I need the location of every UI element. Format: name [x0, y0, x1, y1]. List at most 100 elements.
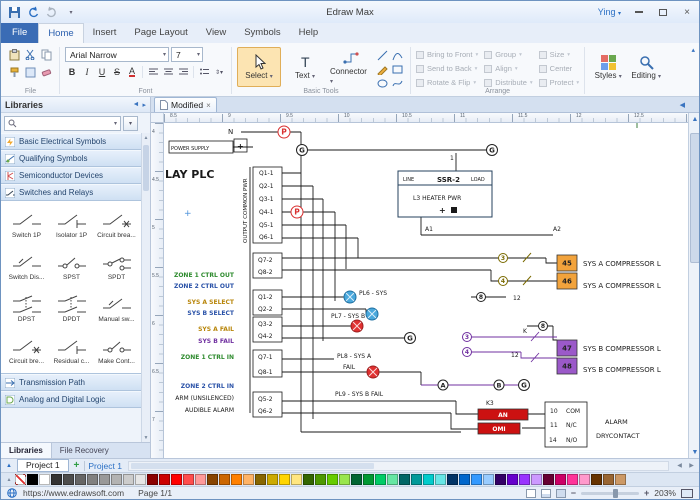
color-swatch[interactable]: [363, 474, 374, 485]
tab-symbols[interactable]: Symbols: [235, 23, 289, 43]
diagram-label[interactable]: ALARM: [605, 418, 628, 426]
terminal-node-label[interactable]: 8: [541, 323, 545, 330]
paste-icon[interactable]: [7, 47, 22, 62]
color-swatch[interactable]: [423, 474, 434, 485]
full-view-icon[interactable]: [556, 489, 566, 498]
font-color-button[interactable]: A: [125, 65, 139, 79]
color-swatch[interactable]: [159, 474, 170, 485]
format-painter-icon[interactable]: [7, 65, 22, 80]
collapse-ribbon-icon[interactable]: ▴: [691, 46, 695, 54]
panel-tab-file-recovery[interactable]: File Recovery: [52, 443, 117, 458]
tab-insert[interactable]: Insert: [84, 23, 126, 43]
color-swatch[interactable]: [615, 474, 626, 485]
maximize-button[interactable]: [651, 3, 675, 21]
diagram-label[interactable]: N: [228, 128, 233, 136]
no-fill-swatch[interactable]: [15, 474, 26, 485]
diagram-label[interactable]: COM: [566, 408, 580, 415]
diagram-box-label[interactable]: AN: [498, 412, 508, 419]
diagram-label[interactable]: PL8 - SYS A: [337, 353, 372, 360]
diagram-label[interactable]: 12: [511, 352, 519, 359]
color-swatch[interactable]: [243, 474, 254, 485]
color-swatch[interactable]: [603, 474, 614, 485]
align-button[interactable]: Align▾: [484, 62, 532, 75]
curve-tool-icon[interactable]: [390, 48, 405, 63]
terminal-node-label[interactable]: G: [299, 146, 305, 154]
font-name-select[interactable]: Arial Narrow▾: [65, 47, 169, 62]
color-swatch[interactable]: [531, 474, 542, 485]
diagram-label[interactable]: SYS A SELECT: [187, 299, 235, 306]
color-swatch[interactable]: [27, 474, 38, 485]
color-swatch[interactable]: [459, 474, 470, 485]
scroll-up-icon[interactable]: ▲: [689, 113, 700, 125]
diagram-label[interactable]: SYS A COMPRESSOR L: [583, 282, 661, 290]
connector-tool-button[interactable]: Connector ▾: [329, 47, 373, 87]
line-spacing-icon[interactable]: ⇕▾: [212, 65, 226, 79]
color-swatch[interactable]: [555, 474, 566, 485]
zoom-slider[interactable]: [581, 492, 639, 495]
color-swatch[interactable]: [411, 474, 422, 485]
wiring-diagram[interactable]: 45464748ANOMIPGPGGG348834ABNPOWER SUPPLY…: [164, 123, 688, 458]
library-symbol[interactable]: SPST: [49, 245, 94, 287]
palette-expand-icon[interactable]: ▴: [4, 476, 14, 483]
diagram-label[interactable]: N/C: [566, 422, 577, 429]
terminal-node-label[interactable]: G: [489, 146, 495, 154]
diagram-label[interactable]: Q1-2: [258, 294, 273, 301]
add-page-button[interactable]: +: [72, 460, 82, 471]
canvas-vertical-scrollbar[interactable]: ▲ ▼: [688, 113, 700, 458]
color-swatch[interactable]: [39, 474, 50, 485]
size-button[interactable]: Size▾: [539, 48, 580, 61]
indicator-lamp-red[interactable]: [351, 320, 363, 332]
minimize-button[interactable]: [627, 3, 651, 21]
tab-scroll-left-icon[interactable]: ◀: [680, 101, 685, 109]
terminal-node-label[interactable]: P: [281, 128, 287, 137]
diagram-label[interactable]: Q1-1: [259, 170, 274, 177]
center-button[interactable]: Center: [539, 62, 580, 75]
diagram-label[interactable]: Q8-2: [258, 269, 273, 276]
strikethrough-button[interactable]: S: [110, 65, 124, 79]
scroll-left-icon[interactable]: ◀: [675, 462, 684, 469]
diagram-label[interactable]: FAIL: [343, 364, 356, 371]
qat-dropdown-icon[interactable]: ▾: [63, 4, 79, 20]
color-swatch[interactable]: [75, 474, 86, 485]
zoom-out-button[interactable]: −: [571, 488, 576, 498]
undo-icon[interactable]: [25, 4, 41, 20]
diagram-label[interactable]: SYS B SELECT: [187, 310, 234, 317]
panel-tab-libraries[interactable]: Libraries: [1, 443, 52, 458]
diagram-label[interactable]: ZONE 1 CTRL OUT: [174, 272, 235, 279]
library-symbol[interactable]: Isolator 1P: [49, 203, 94, 245]
diagram-label[interactable]: Q7-1: [258, 354, 273, 361]
color-swatch[interactable]: [483, 474, 494, 485]
color-swatch[interactable]: [87, 474, 98, 485]
align-left-icon[interactable]: [146, 65, 160, 79]
font-size-select[interactable]: 7▾: [171, 47, 203, 62]
diagram-label[interactable]: Q4-2: [258, 333, 273, 340]
library-symbol[interactable]: Switch 1P: [4, 203, 49, 245]
styles-button[interactable]: Styles ▾: [590, 47, 626, 87]
diagram-box-label[interactable]: 48: [562, 363, 572, 371]
drawing-canvas[interactable]: 45464748ANOMIPGPGGG348834ABNPOWER SUPPLY…: [164, 123, 688, 458]
text-tool-button[interactable]: T Text ▾: [283, 47, 327, 87]
select-tool-button[interactable]: Select ▾: [237, 47, 281, 87]
diagram-label[interactable]: Q3-1: [259, 196, 274, 203]
library-symbol[interactable]: Switch Dis...: [4, 245, 49, 287]
library-symbol[interactable]: Manual sw...: [94, 287, 139, 329]
library-section-analog-digital-logic[interactable]: Analog and Digital Logic: [1, 391, 142, 408]
color-swatch[interactable]: [51, 474, 62, 485]
diagram-label[interactable]: SYS A FAIL: [198, 326, 234, 333]
scroll-up-icon[interactable]: ▲: [142, 133, 150, 142]
terminal-node-label[interactable]: P: [294, 208, 300, 217]
save-icon[interactable]: [6, 4, 22, 20]
color-swatch[interactable]: [519, 474, 530, 485]
diagram-label[interactable]: K: [523, 328, 528, 335]
diagram-label[interactable]: Q2-2: [258, 306, 273, 313]
diagram-label[interactable]: 12: [513, 295, 521, 302]
color-swatch[interactable]: [267, 474, 278, 485]
terminal-node-label[interactable]: A: [440, 381, 445, 389]
library-symbol[interactable]: DPDT: [49, 287, 94, 329]
scrollbar-thumb[interactable]: [143, 145, 149, 191]
terminal-node-label[interactable]: G: [521, 381, 527, 389]
library-symbol[interactable]: Circuit brea...: [94, 203, 139, 245]
diagram-label[interactable]: Q6-1: [259, 234, 274, 241]
tab-view[interactable]: View: [197, 23, 235, 43]
diagram-label[interactable]: SYS B COMPRESSOR L: [583, 345, 661, 353]
